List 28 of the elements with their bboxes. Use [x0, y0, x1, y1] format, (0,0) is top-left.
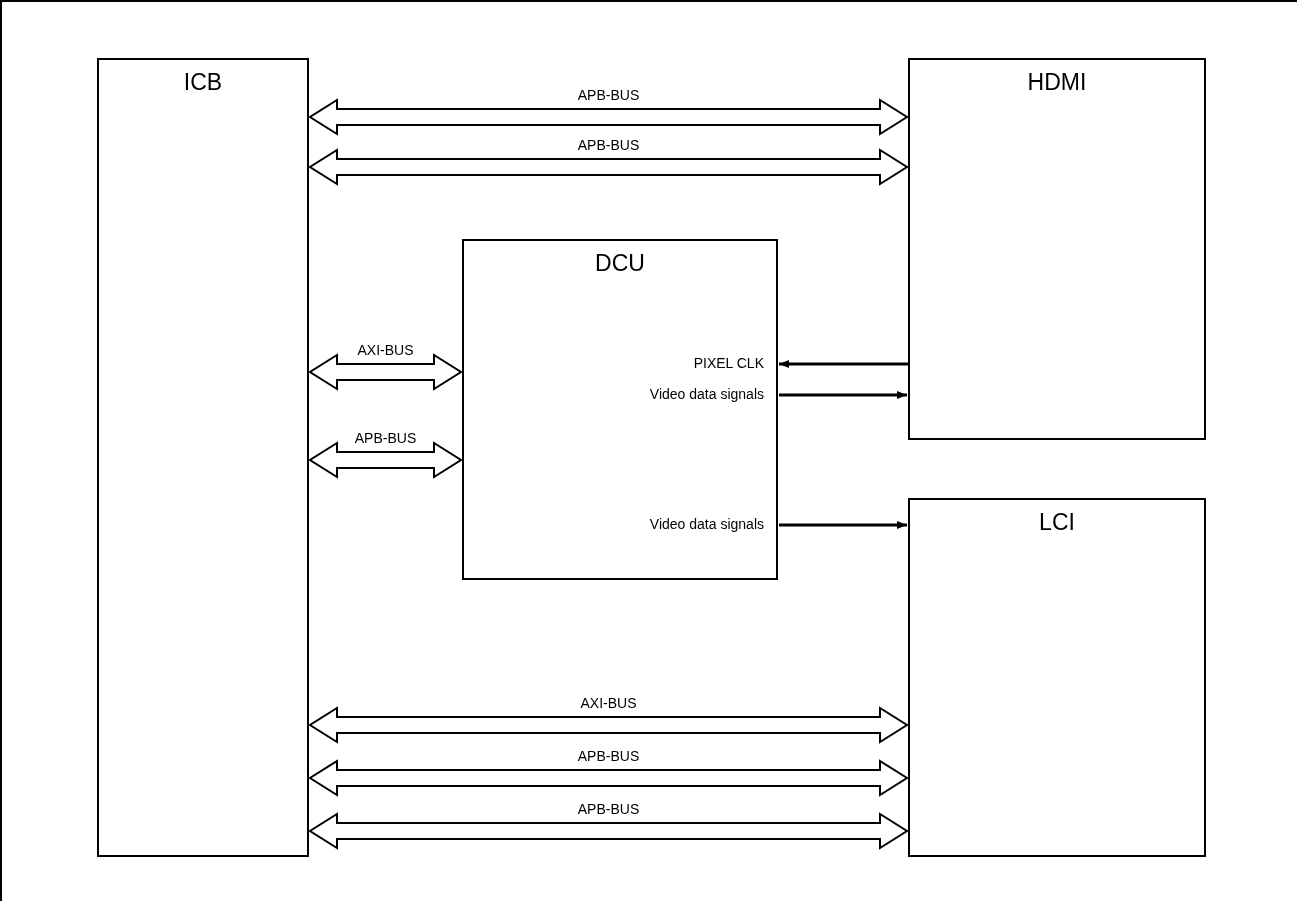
edge-label: APB-BUS	[354, 430, 417, 446]
edge-label: AXI-BUS	[580, 695, 637, 711]
block-box	[97, 58, 309, 857]
edge-label: APB-BUS	[577, 137, 640, 153]
bus-arrow	[308, 98, 909, 136]
signal-arrow	[779, 360, 909, 368]
bus-arrow	[308, 706, 909, 744]
edge-label: AXI-BUS	[357, 342, 414, 358]
bus-arrow	[308, 353, 463, 391]
signal-arrow	[779, 391, 907, 399]
edge-label: APB-BUS	[577, 87, 640, 103]
block-box	[908, 58, 1206, 440]
signal-arrow	[779, 521, 907, 529]
bus-arrow	[308, 759, 909, 797]
block-title: LCI	[1039, 508, 1075, 536]
signal-label: Video data signals	[649, 516, 764, 532]
signal-label: Video data signals	[649, 386, 764, 402]
signal-label: PIXEL CLK	[693, 355, 764, 371]
edge-label: APB-BUS	[577, 748, 640, 764]
block-title: HDMI	[1027, 68, 1087, 96]
block-box	[908, 498, 1206, 857]
block-title: DCU	[595, 249, 645, 277]
block-box	[462, 239, 778, 580]
block-title: ICB	[183, 68, 223, 96]
bus-arrow	[308, 148, 909, 186]
bus-arrow	[308, 441, 463, 479]
bus-arrow	[308, 812, 909, 850]
edge-label: APB-BUS	[577, 801, 640, 817]
